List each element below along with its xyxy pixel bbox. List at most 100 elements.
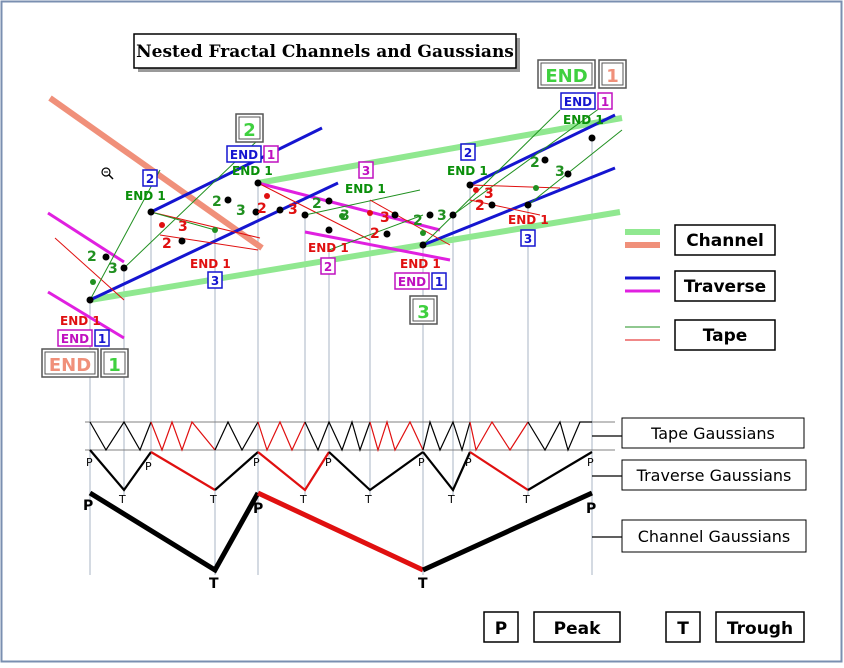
label-box-tape-gaussians [621,417,805,449]
channel-pt-labels: P P P T T [83,498,596,592]
numeral: 3 [108,261,118,277]
numeral: 2 [212,194,222,210]
numeral: 3 [437,208,447,224]
trough-label: T [209,493,217,506]
numeral: 3 [236,203,246,219]
key-trough-symbol: T [677,619,689,639]
key-trough-label: Trough [727,619,793,639]
key-trough-label-box [715,611,805,643]
key-peak-label: Peak [554,619,601,639]
traverse-line-blue [422,166,616,247]
key-peak-symbol-box [483,611,519,643]
box-numeral: 2 [146,172,154,186]
end-label: END 1 [60,314,101,328]
end-label: END 1 [190,257,231,271]
label-channel-gaussians: Channel Gaussians [638,527,791,546]
peak-label: P [145,460,152,473]
big-numeral: 1 [606,66,619,87]
peak-label: P [83,498,93,514]
numeral: 3 [288,202,298,218]
end-box-text: END [230,148,258,162]
end-box-text: END [398,275,426,289]
legend-label-traverse: Traverse [684,277,766,297]
numeral: 2 [162,236,172,252]
numeral: 2 [87,249,97,265]
trough-label: T [364,493,372,506]
traverse-pt-labels: P P P P P P P T T T T T T [86,456,594,506]
end-big-text: END [49,355,91,376]
trough-label: T [118,493,126,506]
end-label: END 1 [400,257,441,271]
box-numeral: 1 [435,275,443,289]
peak-label: P [465,456,472,469]
big-numeral: 1 [108,355,121,376]
numeral: 2 [370,226,380,242]
box-numeral: 1 [98,332,106,346]
numeral: 3 [340,208,350,224]
trough-label: T [418,576,428,592]
big-numeral: 3 [417,302,430,323]
peak-label: P [253,501,263,517]
numeral: 2 [257,201,267,217]
tape-numerals: 2 3 2 3 2 3 2 3 2 3 2 3 2 3 2 3 2 3 [87,155,565,277]
legend-box-tape [674,319,776,351]
end-label: END 1 [508,213,549,227]
trough-label: T [522,493,530,506]
label-traverse-gaussians: Traverse Gaussians [636,466,792,485]
pivot-dots [86,134,596,304]
numeral: 2 [530,155,540,171]
end-label: END 1 [125,189,166,203]
box-numeral: 2 [324,260,332,274]
key: P Peak T Trough [483,611,805,643]
box-numeral: 2 [464,146,472,160]
legend-label-tape: Tape [703,326,748,346]
legend-label-channel: Channel [686,231,764,251]
trough-label: T [209,576,219,592]
peak-label: P [587,456,594,469]
end-box-text: END [564,95,592,109]
peak-label: P [253,456,260,469]
channel-line-upper [257,115,623,186]
end-label: END 1 [345,182,386,196]
numeral: 3 [555,164,565,180]
trough-label: T [299,493,307,506]
end-box-text: END [61,332,89,346]
numeral: 3 [380,210,390,226]
end-label: END 1 [563,113,604,127]
box-numeral: 1 [601,95,609,109]
end-label: END 1 [447,164,488,178]
legend: Channel Traverse Tape [625,224,776,351]
big-numeral: 2 [243,120,256,141]
large-boxes: END 1 2 3 END 1 [41,59,627,378]
legend-box-traverse [674,270,776,302]
numeral: 3 [178,219,188,235]
numeral: 2 [312,196,322,212]
numeral: 2 [475,198,485,214]
small-boxes: END 1 2 3 END 1 3 2 END 1 2 3 END 1 [57,92,613,347]
peak-label: P [325,456,332,469]
end-big-text: END [545,66,587,87]
traverse-line-magenta [47,211,125,264]
trough-label: T [447,493,455,506]
box-numeral: 3 [211,274,219,288]
peak-label: P [86,456,93,469]
traverse-line-magenta [304,230,451,262]
traverse-line-blue [150,126,323,214]
label-tape-gaussians: Tape Gaussians [650,424,775,443]
numeral: 2 [413,213,423,229]
end-label: END 1 [308,241,349,255]
title-box [133,33,517,69]
box-numeral: 3 [362,164,370,178]
page-title: Nested Fractal Channels and Gaussians [136,42,514,62]
tape-gaussians [89,419,592,453]
box-numeral: 3 [524,232,532,246]
peak-label: P [418,456,425,469]
key-peak-label-box [533,611,621,643]
label-box-channel-gaussians [621,519,807,553]
legend-box-channel [674,224,776,256]
end-label: END 1 [232,164,273,178]
traverse-line-magenta [47,290,125,340]
channel-line-lower [89,209,621,303]
